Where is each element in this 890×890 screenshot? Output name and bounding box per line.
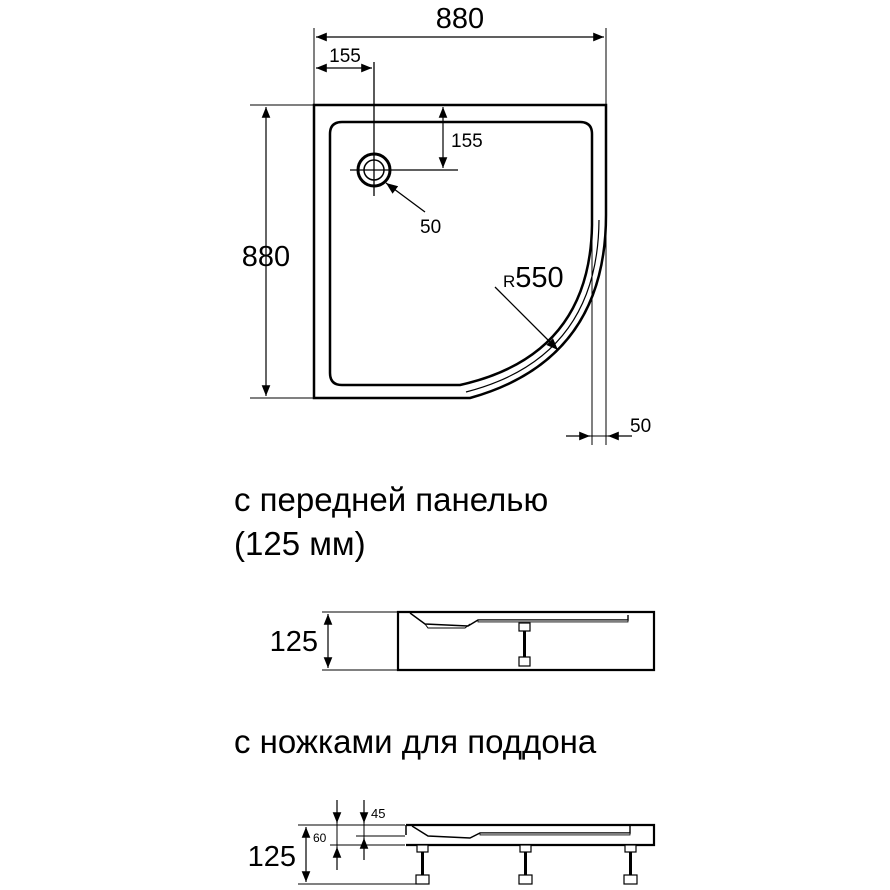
legs-tray-height-label: 45 (371, 806, 385, 821)
radius-label: R550 (503, 262, 564, 294)
drain-diameter-label: 50 (420, 217, 441, 238)
width-dimension-label: 880 (436, 3, 484, 35)
tray-rim-curve (465, 219, 600, 393)
drain-x-dimension-label: 155 (329, 46, 361, 67)
drain-diameter-leader (385, 182, 426, 213)
caption-legs: с ножками для поддона (234, 723, 597, 760)
caption-front-panel-line1: с передней панелью (234, 481, 549, 518)
tray-leg-right (623, 844, 638, 885)
tray-outer-outline (312, 103, 608, 400)
radius-leader (494, 286, 559, 351)
legs-inner-height-label: 60 (313, 831, 327, 845)
depth-dimension-label: 880 (242, 241, 290, 273)
legs-height-label: 125 (248, 841, 296, 873)
caption-front-panel-line2: (125 мм) (234, 525, 366, 562)
rim-width-label: 50 (630, 416, 651, 437)
legs-view: 125 60 45 (248, 800, 656, 885)
tray-inner-outline (328, 120, 594, 387)
top-view: 880 155 880 155 50 R550 50 (242, 3, 651, 445)
tray-leg-left (415, 844, 430, 885)
tray-leg-middle (518, 844, 533, 885)
front-panel-view: 125 (270, 610, 656, 672)
drain-y-dimension-label: 155 (451, 131, 483, 152)
front-panel-height-label: 125 (270, 626, 318, 658)
